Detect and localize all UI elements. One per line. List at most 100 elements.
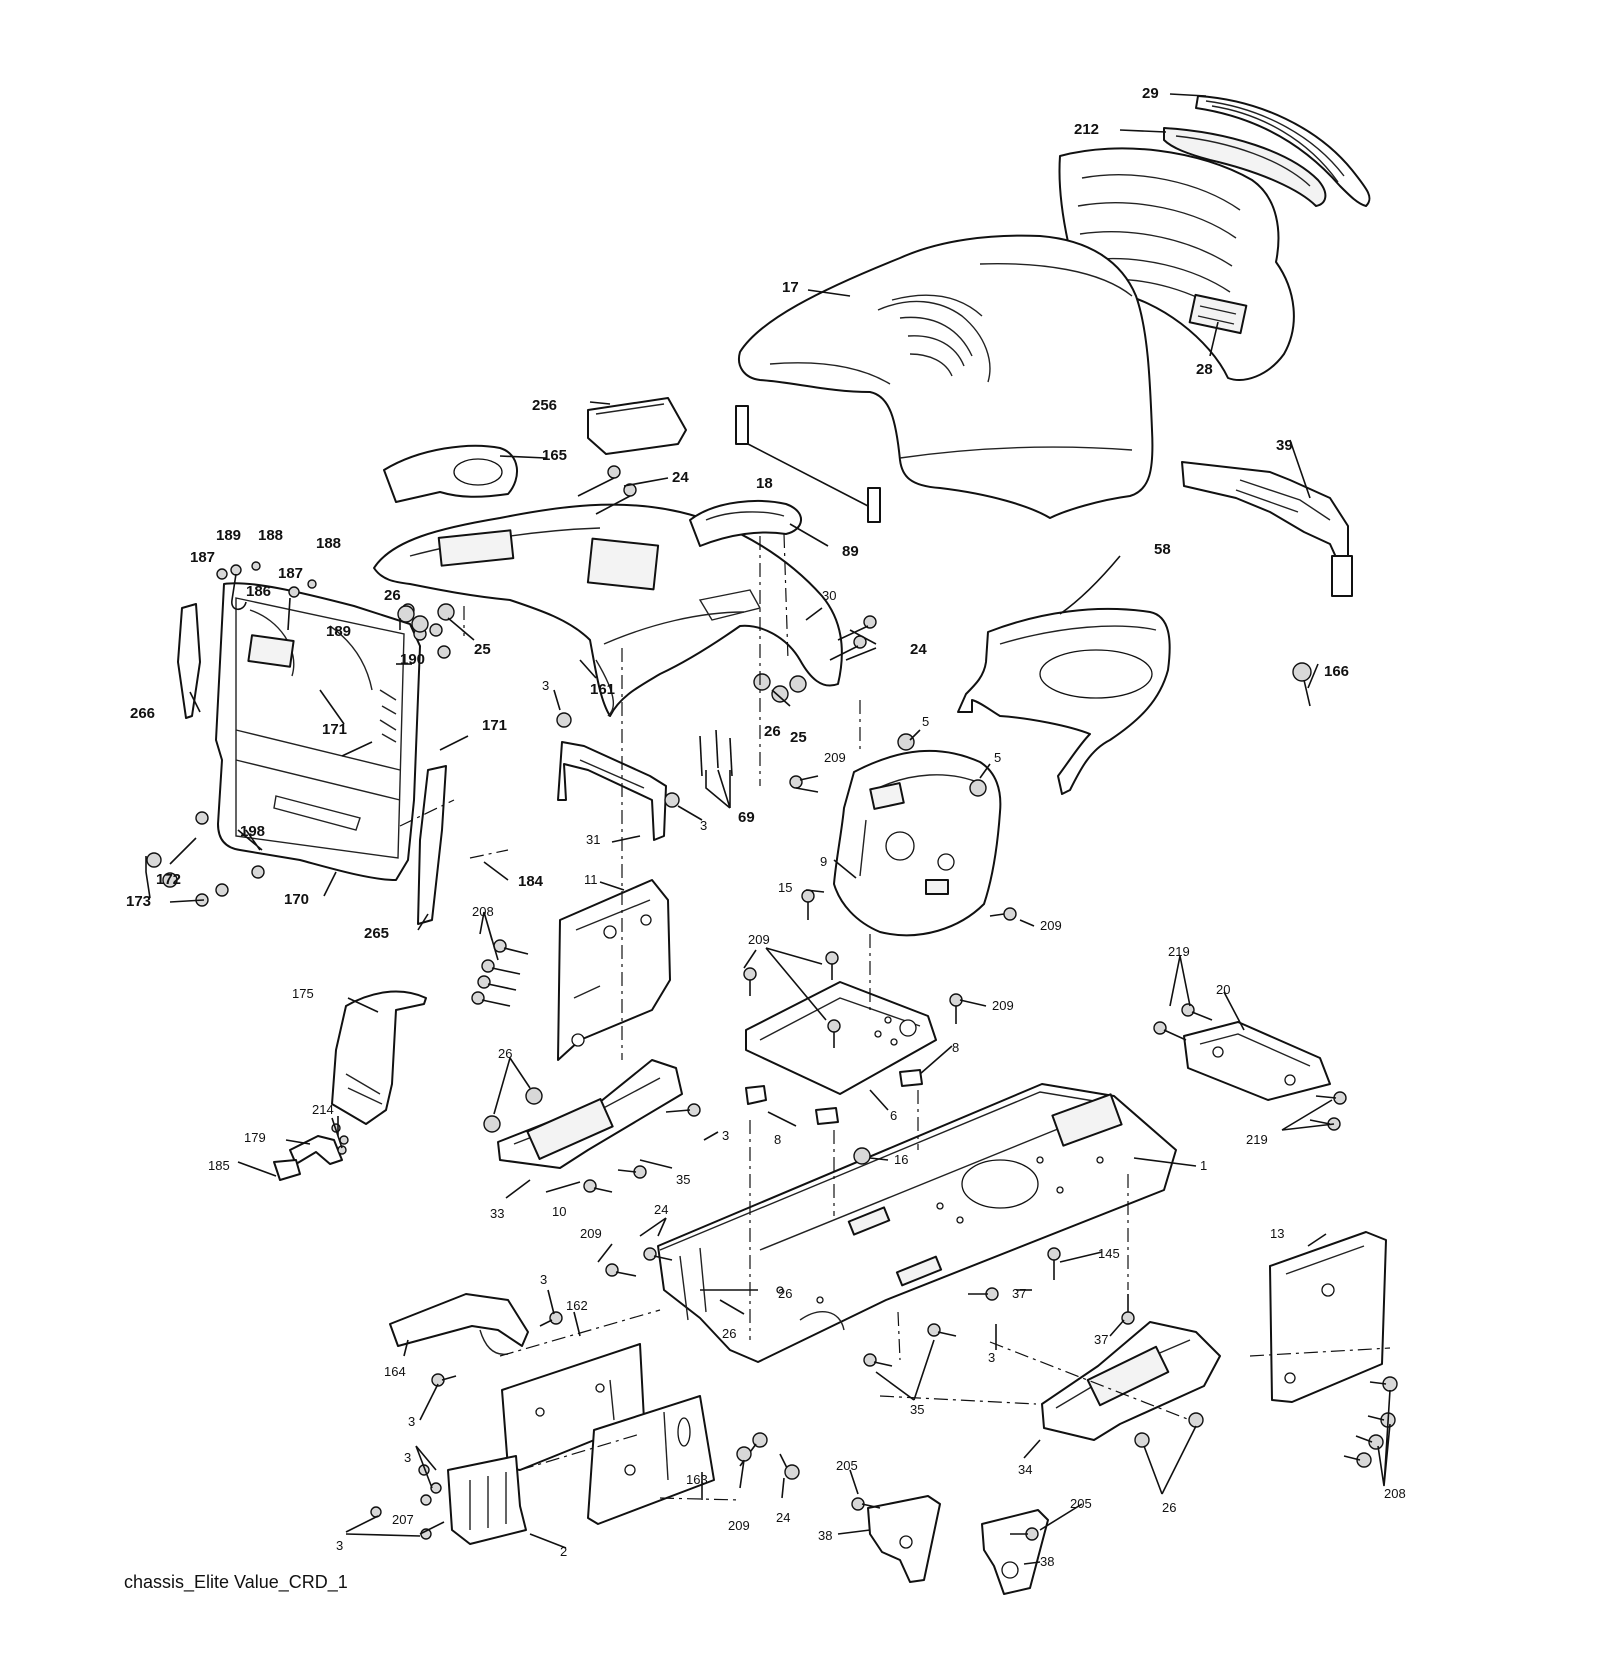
hardware-cluster-187-189 — [216, 561, 451, 757]
callout-166: 166 — [1324, 663, 1349, 680]
callout-39: 39 — [1276, 437, 1293, 454]
callout-187-left: 187 — [190, 549, 215, 566]
callout-164: 164 — [384, 1364, 406, 1379]
part-164-bracket — [389, 1293, 529, 1356]
callout-3-frame-right: 3 — [988, 1350, 995, 1365]
callout-28: 28 — [1196, 361, 1213, 378]
callout-186: 186 — [246, 583, 271, 600]
callout-265: 265 — [364, 925, 389, 942]
callout-145: 145 — [1098, 1246, 1120, 1261]
callout-25-fender: 25 — [790, 729, 807, 746]
callout-198: 198 — [240, 823, 265, 840]
callout-33: 33 — [490, 1206, 504, 1221]
callout-24-bottom: 24 — [776, 1510, 790, 1525]
callout-16: 16 — [894, 1152, 908, 1167]
part-1-main-frame — [657, 1083, 1177, 1363]
callout-37-top: 37 — [1012, 1286, 1026, 1301]
callout-31: 31 — [586, 832, 600, 847]
part-266-trim-strip — [177, 603, 201, 719]
callout-35-frame: 35 — [910, 1402, 924, 1417]
part-58-engine-shroud — [957, 607, 1171, 795]
part-38-left-bracket — [867, 1495, 941, 1583]
callout-208-left: 208 — [472, 904, 494, 919]
callout-165: 165 — [542, 447, 567, 464]
callout-10: 10 — [552, 1204, 566, 1219]
callout-189-top: 189 — [216, 527, 241, 544]
callout-37-bottom: 37 — [1094, 1332, 1108, 1347]
part-212-grille-insert — [1163, 127, 1327, 207]
callout-209-plate-right: 209 — [992, 998, 1014, 1013]
part-2-bracket — [447, 1455, 527, 1545]
part-179-lever — [273, 1135, 343, 1181]
callout-6: 6 — [890, 1108, 897, 1123]
callout-26-footrest-right: 26 — [1162, 1500, 1176, 1515]
callout-18: 18 — [756, 475, 773, 492]
callout-171-left: 171 — [322, 721, 347, 738]
part-17-hood — [738, 234, 1154, 519]
callout-15: 15 — [778, 880, 792, 895]
callout-2: 2 — [560, 1544, 567, 1559]
callout-26-fender: 26 — [764, 723, 781, 740]
part-38-right-bracket — [981, 1509, 1049, 1595]
part-28-front-grille — [1058, 147, 1295, 381]
part-162-plate — [501, 1343, 645, 1471]
callout-24-fender: 24 — [910, 641, 927, 658]
callout-185: 185 — [208, 1158, 230, 1173]
part-34-footrest — [1041, 1321, 1221, 1441]
callout-209-bottom: 209 — [728, 1518, 750, 1533]
callout-3-frame: 3 — [540, 1272, 547, 1287]
callout-209-pedestal: 209 — [824, 750, 846, 765]
callout-26-dash: 26 — [384, 587, 401, 604]
callout-30: 30 — [822, 588, 836, 603]
part-89-pedal-cover — [689, 500, 802, 547]
part-11-side-panel — [557, 879, 671, 1061]
callout-29: 29 — [1142, 85, 1159, 102]
callout-9: 9 — [820, 854, 827, 869]
callout-179: 179 — [244, 1130, 266, 1145]
callout-171-right: 171 — [482, 717, 507, 734]
callout-24-frame: 24 — [654, 1202, 668, 1217]
callout-170: 170 — [284, 891, 309, 908]
callout-205-left: 205 — [836, 1458, 858, 1473]
callout-209-right: 209 — [1040, 918, 1062, 933]
part-170-side-panel — [215, 582, 421, 881]
callout-209-plate: 209 — [748, 932, 770, 947]
part-33-footrest — [483, 1059, 683, 1169]
callout-188-right: 188 — [316, 535, 341, 552]
callout-3-footrest: 3 — [722, 1128, 729, 1143]
callout-38-left: 38 — [818, 1528, 832, 1543]
callout-214: 214 — [312, 1102, 334, 1117]
callout-26-footrest: 26 — [498, 1046, 512, 1061]
callout-24-top: 24 — [672, 469, 689, 486]
callout-3-bottom: 3 — [336, 1538, 343, 1553]
callout-89: 89 — [842, 543, 859, 560]
part-9-steering-pedestal — [833, 733, 1002, 937]
callout-13: 13 — [1270, 1226, 1284, 1241]
callout-5-right: 5 — [994, 750, 1001, 765]
part-175-shield — [331, 990, 427, 1125]
callout-189-bottom: 189 — [326, 623, 351, 640]
callout-207: 207 — [392, 1512, 414, 1527]
callout-leaders — [145, 93, 1391, 1565]
part-18-hood-bumper — [735, 405, 881, 523]
part-20-bracket — [1183, 1021, 1331, 1101]
callout-256: 256 — [532, 397, 557, 414]
callout-38-right: 38 — [1040, 1554, 1054, 1569]
callout-25-dash: 25 — [474, 641, 491, 658]
callout-163: 163 — [686, 1472, 708, 1487]
callout-173: 173 — [126, 893, 151, 910]
callout-212: 212 — [1074, 121, 1099, 138]
callout-5-left: 5 — [922, 714, 929, 729]
part-30-dash-fender — [373, 503, 843, 717]
callout-3-bracket: 3 — [542, 678, 549, 693]
callout-35-footrest: 35 — [676, 1172, 690, 1187]
callout-8-right: 8 — [952, 1040, 959, 1055]
diagram-caption: chassis_Elite Value_CRD_1 — [124, 1572, 348, 1592]
callout-58: 58 — [1154, 541, 1171, 558]
callout-labels: 29 212 17 28 256 165 24 18 89 39 189 188… — [126, 85, 1406, 1569]
part-31-bracket — [556, 712, 680, 841]
alignment-lines — [399, 533, 1391, 1501]
callout-69: 69 — [738, 809, 755, 826]
